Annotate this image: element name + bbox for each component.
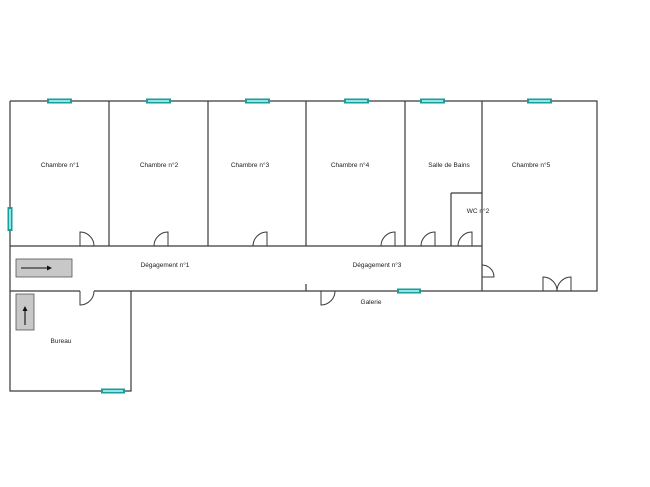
- window-icon: [245, 98, 270, 104]
- window-icon: [527, 98, 552, 104]
- door-swing-icon: [79, 231, 95, 247]
- room-label-galerie: Galerie: [361, 299, 382, 306]
- window-icon: [397, 288, 421, 294]
- door-swing-icon: [542, 276, 558, 292]
- door-swing-icon: [556, 276, 572, 292]
- door-swing-icon: [252, 231, 268, 247]
- room-label-chambre5: Chambre n°5: [512, 161, 551, 169]
- door-swing-icon: [380, 231, 396, 247]
- room-label-wc2: WC n°2: [467, 207, 490, 215]
- room-label-bureau: Bureau: [51, 338, 72, 345]
- window-icon: [420, 98, 445, 104]
- door-swing-icon: [153, 231, 169, 247]
- room-label-chambre1: Chambre n°1: [41, 161, 80, 169]
- stair-arrow-icon: [15, 258, 73, 278]
- stair-arrow-icon: [15, 293, 35, 331]
- room-label-degagement1: Dégagement n°1: [141, 261, 190, 269]
- room-label-salle-de-bains: Salle de Bains: [428, 162, 470, 169]
- window-icon: [344, 98, 369, 104]
- room-label-degagement3: Dégagement n°3: [353, 261, 402, 269]
- door-swing-icon: [420, 231, 436, 247]
- window-icon: [7, 207, 13, 231]
- window-icon: [47, 98, 72, 104]
- room-label-chambre3: Chambre n°3: [231, 161, 270, 169]
- outer-wall: [9, 100, 598, 392]
- room-label-chambre2: Chambre n°2: [140, 161, 179, 169]
- door-swing-icon: [320, 290, 336, 306]
- window-icon: [146, 98, 171, 104]
- door-swing-icon: [457, 231, 473, 247]
- window-icon: [101, 388, 125, 394]
- door-swing-icon: [79, 290, 95, 306]
- wc-walls: [450, 192, 482, 246]
- room-label-chambre4: Chambre n°4: [331, 161, 370, 169]
- door-swing-icon: [481, 264, 495, 278]
